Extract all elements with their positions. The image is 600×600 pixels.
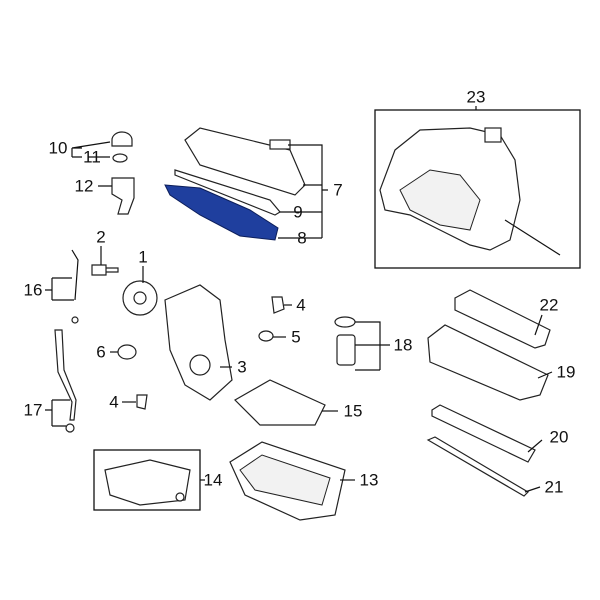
oil-filter <box>336 334 356 366</box>
callout-6: 6 <box>96 342 106 362</box>
callout-3: 3 <box>237 357 247 377</box>
oil-baffle <box>234 379 326 426</box>
callout-17: 17 <box>23 400 43 420</box>
callout-23: 23 <box>466 87 486 107</box>
callout-4-upper: 4 <box>296 295 306 315</box>
upper-oil-pan <box>104 459 191 506</box>
valve-cover-gasket-8 <box>164 184 279 241</box>
intake-gasket <box>454 289 551 349</box>
callout-12: 12 <box>74 176 94 196</box>
callout-13: 13 <box>359 470 379 490</box>
dipstick <box>71 249 79 301</box>
intake-manifold-box <box>374 109 581 269</box>
callout-21: 21 <box>544 477 564 497</box>
callout-10: 10 <box>48 138 68 158</box>
callout-2: 2 <box>96 227 106 247</box>
callout-14: 14 <box>203 470 223 490</box>
timing-cover <box>164 284 233 401</box>
callout-15: 15 <box>343 401 363 421</box>
cover-gasket <box>426 436 529 497</box>
callout-5: 5 <box>291 327 301 347</box>
callout-4-lower: 4 <box>109 392 119 412</box>
callout-1: 1 <box>138 247 148 267</box>
intake-manifold <box>379 127 561 256</box>
valve-cover-gasket-9 <box>174 169 281 216</box>
callout-9: 9 <box>293 202 303 222</box>
callout-11: 11 <box>83 147 101 167</box>
dipstick-tube <box>54 329 77 421</box>
callout-18: 18 <box>393 335 413 355</box>
filler-tube <box>111 177 135 215</box>
callout-8: 8 <box>297 228 307 248</box>
callout-22: 22 <box>539 295 559 315</box>
oil-filler-cap <box>111 131 133 147</box>
callout-19: 19 <box>556 362 576 382</box>
callout-20: 20 <box>549 427 569 447</box>
cap-seal <box>112 153 128 163</box>
callout-7: 7 <box>333 180 343 200</box>
exhaust-gasket <box>431 404 536 463</box>
callout-16: 16 <box>23 280 43 300</box>
lower-intake-manifold <box>427 324 549 401</box>
